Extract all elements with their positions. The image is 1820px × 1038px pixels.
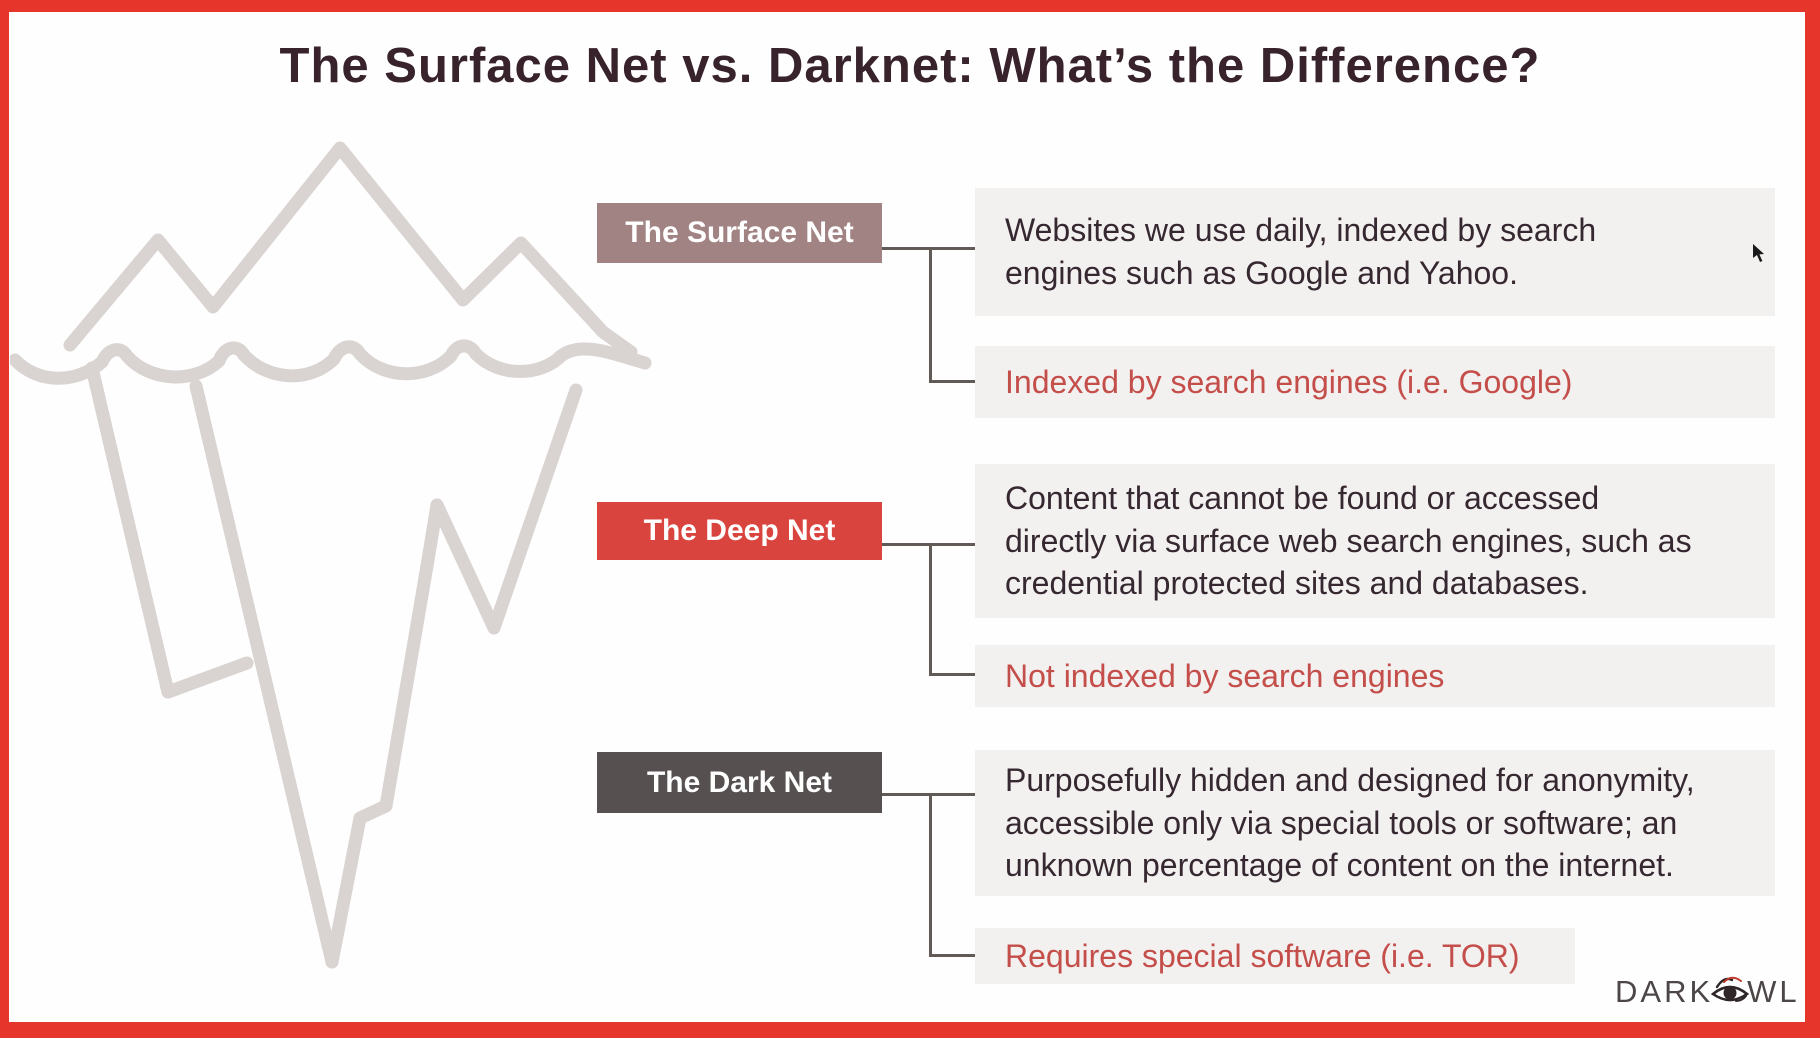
page-title: The Surface Net vs. Darknet: What’s the … bbox=[279, 39, 1541, 93]
surface-net-description: Websites we use daily, indexed by search… bbox=[975, 188, 1775, 316]
surface-net-tag: Indexed by search engines (i.e. Google) bbox=[975, 346, 1775, 418]
iceberg-underwater-v-left bbox=[189, 379, 339, 969]
connector-line bbox=[929, 954, 976, 957]
dark-net-label: The Dark Net bbox=[597, 752, 882, 813]
iceberg-underwater-left-edge bbox=[85, 361, 175, 699]
connector-line bbox=[929, 793, 932, 957]
iceberg-icon bbox=[10, 141, 652, 969]
dark-net-tag: Requires special software (i.e. TOR) bbox=[975, 928, 1575, 984]
connector-line bbox=[929, 247, 932, 383]
mouse-cursor-icon bbox=[1753, 244, 1764, 262]
logo-text-suffix: WL bbox=[1747, 974, 1800, 1009]
connector-line bbox=[929, 673, 976, 676]
iceberg-underwater-v-right bbox=[325, 498, 444, 969]
deep-net-description: Content that cannot be found or accessed… bbox=[975, 464, 1775, 618]
darkowl-logo: DARK WL bbox=[1615, 974, 1800, 1010]
dark-net-description: Purposefully hidden and designed for ano… bbox=[975, 750, 1775, 896]
deep-net-label: The Deep Net bbox=[597, 502, 882, 560]
connector-line bbox=[929, 380, 976, 383]
iceberg-underwater-right-notch bbox=[430, 383, 583, 635]
iceberg-peaks bbox=[63, 141, 638, 359]
owl-eye-icon bbox=[1710, 976, 1750, 1002]
iceberg-underwater-notch bbox=[161, 656, 254, 699]
surface-net-label: The Surface Net bbox=[597, 203, 882, 263]
connector-line bbox=[929, 543, 932, 676]
logo-text-prefix: DARK bbox=[1615, 974, 1714, 1009]
waterline-waves bbox=[10, 339, 652, 385]
deep-net-tag: Not indexed by search engines bbox=[975, 645, 1775, 707]
